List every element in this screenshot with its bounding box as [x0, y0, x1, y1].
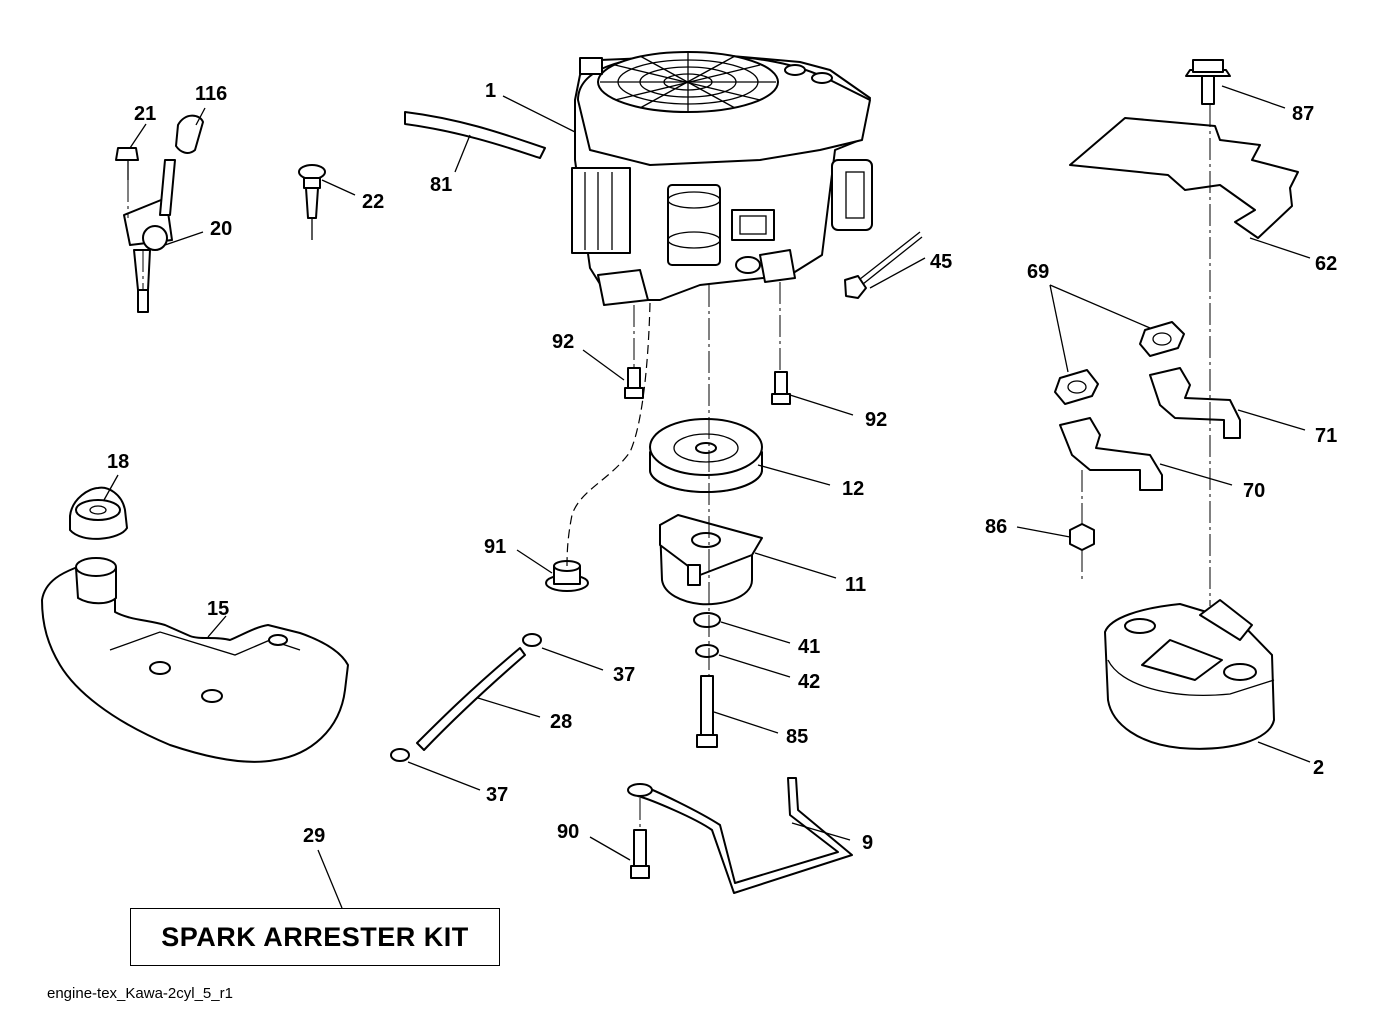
callout-71: 71 [1315, 425, 1337, 447]
clamp-37-lower [390, 748, 410, 762]
clamp-37-upper [522, 633, 542, 647]
callout-20: 20 [210, 218, 232, 240]
callout-41: 41 [798, 636, 820, 658]
callout-1: 1 [485, 80, 496, 102]
spark-arrester-kit-box: SPARK ARRESTER KIT [130, 908, 500, 966]
callout-11: 11 [845, 574, 866, 596]
bolt-92-right [771, 371, 791, 405]
pulley-12 [649, 418, 763, 493]
fuel-cap-18 [69, 486, 128, 540]
grommet-91 [545, 560, 589, 592]
bolt-85 [696, 675, 718, 748]
washer-41 [693, 612, 721, 628]
exhaust-pipe-70 [1059, 417, 1163, 491]
engine [571, 51, 873, 306]
nut-86 [1069, 523, 1095, 551]
dipstick-22 [298, 164, 326, 240]
callout-42: 42 [798, 671, 820, 693]
callout-86: 86 [985, 516, 1007, 538]
bolt-90 [630, 829, 650, 879]
callout-62: 62 [1315, 253, 1337, 275]
leader-lines [103, 85, 1311, 909]
callout-15: 15 [207, 598, 229, 620]
callout-12: 12 [842, 478, 864, 500]
hose-81 [404, 111, 546, 159]
gaskets-69 [1054, 321, 1185, 405]
callout-45: 45 [930, 251, 952, 273]
callout-85: 85 [786, 726, 808, 748]
callout-37-lower: 37 [486, 784, 508, 806]
throttle-control-20 [123, 159, 176, 313]
callout-70: 70 [1243, 480, 1265, 502]
knob-116 [175, 114, 204, 154]
callout-92-right: 92 [865, 409, 887, 431]
callout-92-left: 92 [552, 331, 574, 353]
diagram-code: engine-tex_Kawa-2cyl_5_r1 [47, 985, 233, 1002]
bolt-92-left [624, 367, 644, 399]
callout-69: 69 [1027, 261, 1049, 283]
exhaust-pipe-71 [1149, 367, 1241, 439]
callout-9: 9 [862, 832, 873, 854]
callout-21: 21 [134, 103, 156, 125]
callout-28: 28 [550, 711, 572, 733]
callout-116: 116 [195, 83, 227, 105]
bolt-21 [115, 147, 139, 180]
muffler-2 [1104, 599, 1275, 750]
callout-29: 29 [303, 825, 325, 847]
spark-arrester-kit-label: SPARK ARRESTER KIT [161, 921, 469, 952]
callout-37-upper: 37 [613, 664, 635, 686]
fuel-line-routing [566, 302, 651, 567]
callout-18: 18 [107, 451, 129, 473]
callout-91: 91 [484, 536, 506, 558]
rod-9 [637, 777, 853, 894]
callout-2: 2 [1313, 757, 1324, 779]
callout-90: 90 [557, 821, 579, 843]
bolt-87 [1185, 59, 1231, 105]
fuel-line-28 [416, 647, 526, 751]
washer-42 [695, 644, 719, 658]
callout-81: 81 [430, 174, 452, 196]
fuel-tank-15 [41, 557, 349, 763]
heat-shield-62 [1069, 117, 1299, 239]
callout-22: 22 [362, 191, 384, 213]
spark-plug-45 [844, 231, 923, 299]
callout-87: 87 [1292, 103, 1314, 125]
clutch-11 [659, 514, 763, 606]
